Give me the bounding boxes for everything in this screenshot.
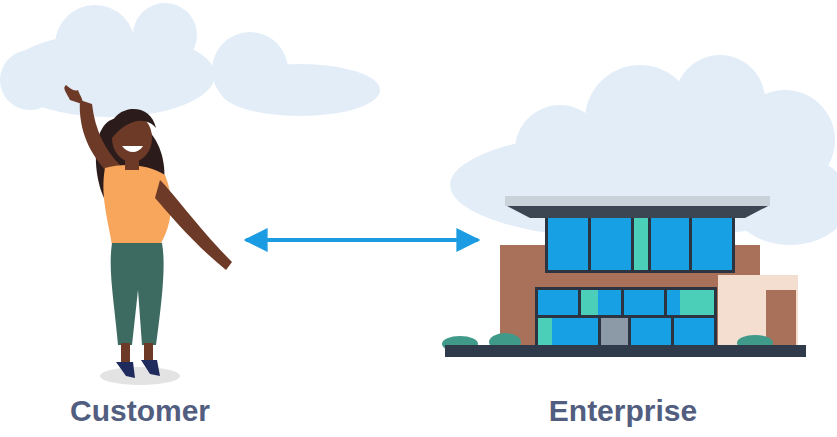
right-cloud xyxy=(450,55,837,245)
node-label: Enterprise xyxy=(473,393,773,429)
node-label: Customer xyxy=(0,393,290,429)
illustrated-node: Enterprise xyxy=(478,190,808,435)
enterprise-building xyxy=(442,196,806,357)
double-arrow xyxy=(246,238,478,242)
customer-figure xyxy=(64,85,232,385)
illustrated-node: Customer xyxy=(40,80,246,435)
left-cloud xyxy=(0,3,380,117)
